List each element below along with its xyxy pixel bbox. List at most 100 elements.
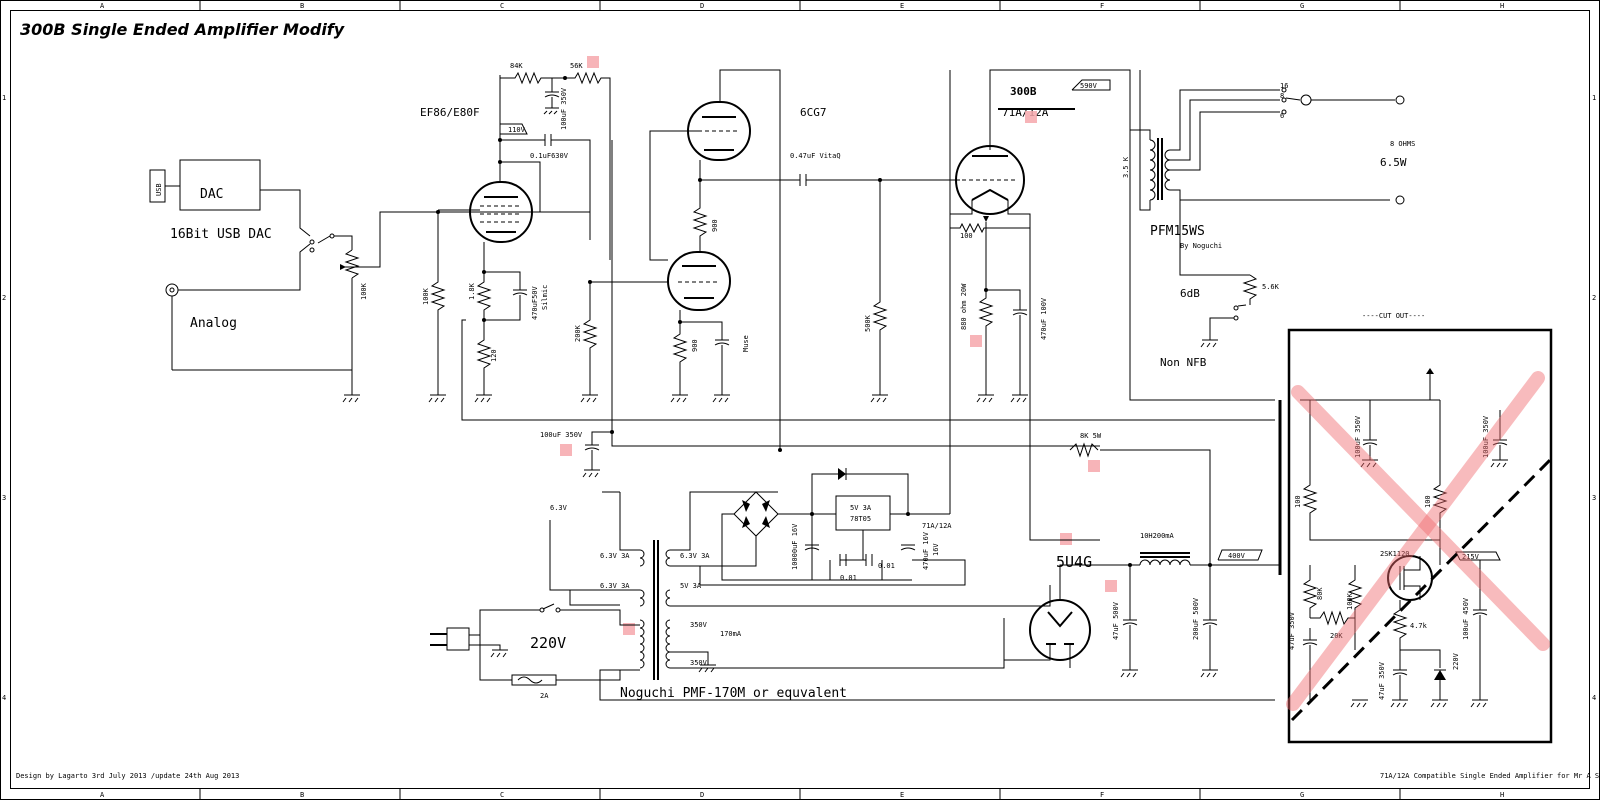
svg-text:6dB: 6dB xyxy=(1180,287,1200,300)
svg-text:4: 4 xyxy=(2,694,6,702)
svg-text:0.01: 0.01 xyxy=(878,562,895,570)
svg-text:470uF 100V: 470uF 100V xyxy=(1040,297,1048,340)
svg-text:1: 1 xyxy=(1592,94,1596,102)
svg-text:4.7k: 4.7k xyxy=(1410,622,1428,630)
r-84k xyxy=(500,71,565,85)
svg-text:H: H xyxy=(1500,791,1504,799)
pt-label: Noguchi PMF-170M or equvalent xyxy=(620,686,847,701)
r-900-cathode xyxy=(672,322,688,395)
cutout-frame xyxy=(1287,328,1553,744)
output-stage: 300B 71A/12A 590V 100 880 ohm 20W 470uF … xyxy=(949,69,1415,420)
svg-text:E: E xyxy=(900,791,904,799)
grid-column-labels: A B C D E F G H A B C D E F G H xyxy=(100,2,1504,799)
svg-text:100uF 350V: 100uF 350V xyxy=(540,431,583,439)
svg-text:120: 120 xyxy=(490,349,498,362)
footer-right: 71A/12A Compatible Single Ended Amplifie… xyxy=(1380,772,1599,780)
r-500k xyxy=(872,180,888,395)
svg-text:6.3V 3A: 6.3V 3A xyxy=(600,582,630,590)
svg-text:0.1uF630V: 0.1uF630V xyxy=(530,152,569,160)
300b-tube xyxy=(955,145,1025,215)
svg-text:350V: 350V xyxy=(690,621,708,629)
svg-text:Muse: Muse xyxy=(742,335,750,352)
svg-text:2SK1120: 2SK1120 xyxy=(1380,550,1410,558)
ef86-stage: EF86/E80F 84K 56K 100uF 350V 110V 0.1uF6… xyxy=(420,56,1275,421)
svg-text:A: A xyxy=(100,791,105,799)
opt-secondary xyxy=(1164,149,1171,191)
mains-voltage: 220V xyxy=(530,634,566,652)
svg-text:G: G xyxy=(1300,791,1304,799)
svg-text:1: 1 xyxy=(2,94,6,102)
svg-text:900: 900 xyxy=(691,339,699,352)
svg-text:470uF 16V: 470uF 16V xyxy=(922,531,930,570)
svg-text:B: B xyxy=(300,2,304,10)
svg-text:8: 8 xyxy=(1280,92,1284,100)
dac-label: DAC xyxy=(200,187,223,202)
svg-text:G: G xyxy=(1300,2,1304,10)
cross-out-stroke-2 xyxy=(1286,371,1545,711)
svg-text:47uF 350V: 47uF 350V xyxy=(1378,661,1386,700)
6cg7-label: 6CG7 xyxy=(800,106,827,119)
6cg7-stage: 6CG7 900 900 Muse 0.47uF VitaQ 500K xyxy=(649,69,960,450)
r-120 xyxy=(476,320,492,395)
svg-text:100K: 100K xyxy=(1346,592,1354,610)
svg-text:400V: 400V xyxy=(1228,552,1246,560)
svg-text:3.5 K: 3.5 K xyxy=(1122,156,1130,178)
cross-out-stroke-1 xyxy=(1291,385,1550,651)
6cg7-lower-tube xyxy=(667,251,731,311)
svg-text:5.6K: 5.6K xyxy=(1262,283,1280,291)
svg-text:47uF 500V: 47uF 500V xyxy=(1112,601,1120,640)
svg-text:6.3V: 6.3V xyxy=(550,504,568,512)
svg-text:10H200mA: 10H200mA xyxy=(1140,532,1175,540)
svg-text:B: B xyxy=(300,791,304,799)
svg-text:56K: 56K xyxy=(570,62,583,70)
r-56k xyxy=(565,71,611,260)
svg-text:880 ohm 20W: 880 ohm 20W xyxy=(960,283,968,330)
svg-text:200K: 200K xyxy=(574,324,582,342)
svg-text:2: 2 xyxy=(2,294,6,302)
svg-text:900: 900 xyxy=(711,219,719,232)
5u4g-label: 5U4G xyxy=(1056,553,1092,571)
svg-text:2: 2 xyxy=(1592,294,1596,302)
svg-text:5V 3A: 5V 3A xyxy=(850,504,872,512)
r-fb-5k6 xyxy=(1242,274,1258,305)
svg-text:100: 100 xyxy=(1424,495,1432,508)
inner-border xyxy=(10,10,1590,789)
svg-text:80K: 80K xyxy=(1316,587,1324,600)
svg-text:3: 3 xyxy=(1592,494,1596,502)
svg-text:100uF 350V: 100uF 350V xyxy=(560,87,568,130)
r-1k8 xyxy=(476,272,492,320)
svg-text:100K: 100K xyxy=(422,287,430,305)
cut-line xyxy=(1290,458,1552,722)
svg-text:C: C xyxy=(500,2,504,10)
svg-text:100uF 350V: 100uF 350V xyxy=(1482,415,1490,458)
svg-text:E: E xyxy=(900,2,904,10)
regulator-78t05 xyxy=(835,495,891,531)
svg-text:110V: 110V xyxy=(508,126,526,134)
footer-left: Design by Lagarto 3rd July 2013 /update … xyxy=(16,772,239,780)
svg-text:F: F xyxy=(1100,791,1104,799)
r-hum-100 xyxy=(950,222,1030,234)
svg-text:470uF50V: 470uF50V xyxy=(531,285,539,320)
svg-text:78T05: 78T05 xyxy=(850,515,871,523)
pt-primary xyxy=(639,619,645,669)
diagram-title: 300B Single Ended Amplifier Modify xyxy=(20,20,345,39)
svg-text:6.5W: 6.5W xyxy=(1380,156,1407,169)
svg-text:100uF 350V: 100uF 350V xyxy=(1354,415,1362,458)
svg-text:20K: 20K xyxy=(1330,632,1343,640)
grid-row-labels: 1 2 3 4 1 2 3 4 xyxy=(2,94,1596,702)
input-section: USB DAC 16Bit USB DAC Analog 100K xyxy=(149,159,591,403)
svg-text:220V: 220V xyxy=(1452,652,1460,670)
r-200k xyxy=(582,282,598,395)
svg-text:Non NFB: Non NFB xyxy=(1160,356,1207,369)
svg-text:4: 4 xyxy=(1592,694,1596,702)
analog-label: Analog xyxy=(190,316,237,331)
svg-text:170mA: 170mA xyxy=(720,630,742,638)
svg-text:0.47uF VitaQ: 0.47uF VitaQ xyxy=(790,152,841,160)
cutout-block: ----CUT OUT---- 100uF 350V 100uF 350V 10… xyxy=(1278,312,1553,744)
r-grid-100k xyxy=(430,212,446,395)
5u4g-tube xyxy=(1029,599,1091,661)
svg-text:215V: 215V xyxy=(1462,553,1480,561)
svg-text:1.8K: 1.8K xyxy=(468,282,476,300)
